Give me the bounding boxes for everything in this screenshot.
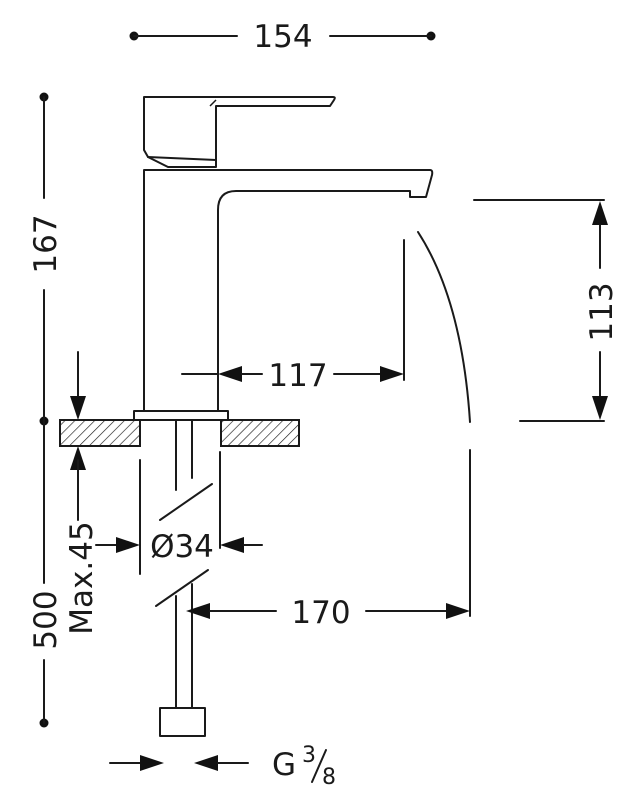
label-max45: Max.45 — [64, 521, 100, 634]
water-stream — [417, 231, 471, 423]
deck-section — [59, 419, 300, 447]
label-diameter: Ø34 — [150, 529, 214, 565]
label-thread-numerator: 3 — [302, 743, 316, 768]
label-500: 500 — [28, 590, 64, 649]
dimension-hole-diameter: Ø34 — [95, 451, 263, 575]
label-thread-denominator: 8 — [322, 765, 336, 790]
dimension-outlet-projection: 170 — [186, 449, 471, 631]
label-154: 154 — [253, 19, 312, 55]
flexible-hose — [155, 419, 213, 737]
label-113: 113 — [584, 282, 620, 341]
label-117: 117 — [268, 358, 327, 394]
label-170: 170 — [291, 595, 350, 631]
dimension-spout-height: 113 — [473, 199, 620, 422]
dimension-width: 154 — [129, 19, 436, 55]
label-167: 167 — [28, 214, 64, 273]
dimension-spout-reach: 117 — [181, 239, 405, 394]
faucet-body — [133, 96, 434, 421]
dimension-deck-thickness: Max.45 — [64, 351, 100, 635]
dimension-height-above-deck: 167 — [28, 92, 64, 426]
dimension-flexible-length: 500 — [28, 420, 64, 728]
label-thread-g: G — [272, 747, 296, 783]
dimension-connection-thread: G 3 8 — [109, 743, 336, 790]
